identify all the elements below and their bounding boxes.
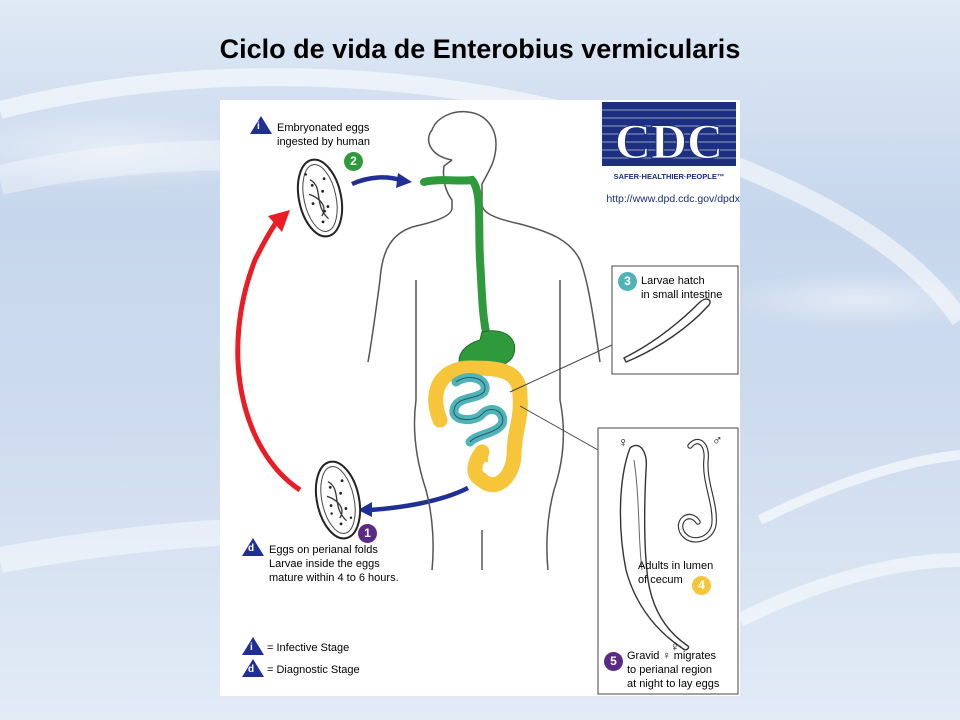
step-d-line2: Larvae inside the eggs [269,558,380,570]
esophagus [420,175,492,344]
female-symbol: ♀ [618,434,629,450]
legend-infective-text: = Infective Stage [267,642,350,654]
step4-line2: of cecum [638,574,683,586]
arrow-to-perianal [369,485,470,513]
cdc-url: http://www.dpd.cdc.gov/dpdx [606,193,740,205]
arrow-to-mouth-head [396,173,412,188]
step5-badge: 5 [604,652,623,671]
legend-diagnostic-text: = Diagnostic Stage [267,664,360,676]
female-symbol-tail: ♀ [670,639,680,654]
infective-stage-icon [250,116,272,134]
step5-line3: at night to lay eggs [627,678,720,690]
step2-line1: Embryonated eggs [277,122,370,134]
slide-title: Ciclo de vida de Enterobius vermicularis [219,34,741,64]
step1-badge: 1 [358,524,377,543]
larva [623,298,711,363]
diagnostic-stage-icon-letter: d [248,543,255,554]
step3-line2: in small intestine [641,289,723,301]
step5-line1: Gravid ♀ migrates [627,650,716,662]
cycle-arrow [235,218,302,493]
step5-line2: to perianal region [627,664,713,676]
legend-infective-icon [242,637,264,655]
legend-infective-icon-letter: i [250,642,253,653]
cdc-logo: CDC SAFER·HEALTHIER·PEOPLE™ [602,102,736,184]
male-symbol: ♂ [712,432,723,448]
callout-line-larvae [509,344,613,393]
cycle-arrow-head [268,210,290,232]
arrow-to-mouth [351,175,401,187]
step2-badge: 2 [344,152,363,171]
step3-line1: Larvae hatch [641,275,705,287]
legend-diagnostic-icon-letter: d [248,664,255,675]
step4-line1: Adults in lumen [638,560,714,572]
cdc-tagline: SAFER·HEALTHIER·PEOPLE™ [614,172,725,181]
arrow-to-perianal-head [358,502,372,517]
diagnostic-stage-icon [242,538,264,556]
cdc-logo-text: CDC [615,113,723,169]
callout-line-adults [519,405,599,451]
adults-box [597,427,739,695]
step4-badge: 4 [692,576,711,595]
infective-stage-icon-letter: i [257,121,260,132]
step3-badge: 3 [618,272,637,291]
legend-diagnostic-icon [242,659,264,677]
embryonated-egg [296,158,344,238]
cdc-logo-art: CDC SAFER·HEALTHIER·PEOPLE™ [602,102,736,184]
perianal-egg [314,460,362,540]
step-d-line3: mature within 4 to 6 hours. [269,572,399,584]
step-d-line1: Eggs on perianal folds [269,544,378,556]
step2-line2: ingested by human [277,136,370,148]
large-intestine [428,360,528,493]
life-cycle-figure: CDC SAFER·HEALTHIER·PEOPLE™ http://www.d… [220,100,740,696]
life-cycle-drawing [235,110,739,695]
human-outline [367,110,601,571]
